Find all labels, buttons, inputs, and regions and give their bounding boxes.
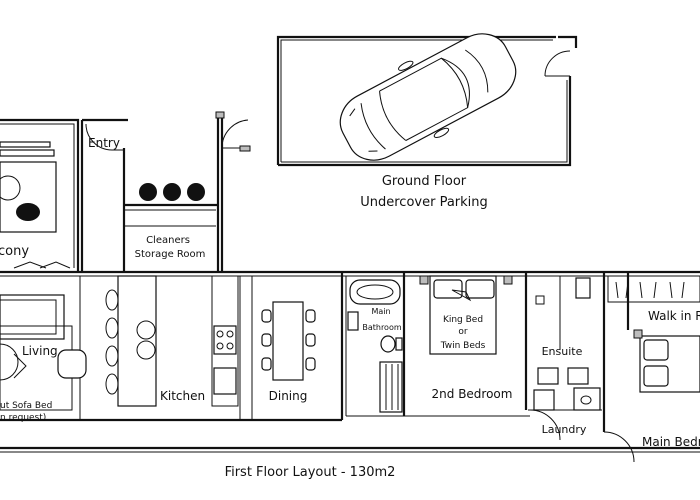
car-icon [339, 33, 517, 161]
entry-label: Entry [88, 136, 120, 150]
kitchen-label: Kitchen [160, 389, 205, 403]
main-bedroom-label: Main Bedr [642, 435, 700, 449]
cooktop-icon [213, 325, 237, 355]
balcony-furniture [0, 141, 71, 269]
main-bathroom-label-line1: Main [371, 307, 390, 316]
ground-floor-title: Ground Floor [382, 174, 467, 189]
toilet-icon [380, 335, 396, 353]
bed2-note-line1: King Bed [443, 315, 483, 325]
ensuite-toilet-icon [575, 277, 591, 299]
dining-furniture [261, 301, 316, 381]
parking-area [276, 35, 578, 167]
main-bathroom-fixtures [347, 279, 403, 413]
main-bathroom-label-line2: Bathroom [362, 323, 402, 332]
ground-floor-subtitle: Undercover Parking [360, 195, 488, 210]
dryer-icon [573, 387, 601, 411]
second-bedroom-furniture [419, 275, 513, 355]
dining-label: Dining [269, 389, 308, 403]
parking-door-swing [544, 50, 571, 77]
ensuite-fixtures [533, 277, 601, 411]
stair-door-swing [221, 119, 249, 149]
bed2-note-line2: or [458, 327, 468, 337]
laundry-label: Laundry [542, 423, 587, 436]
ensuite-label: Ensuite [542, 345, 583, 358]
main-bedroom-furniture [607, 275, 700, 393]
upper-left-walls [0, 111, 700, 277]
living-furniture [0, 294, 87, 411]
bathtub-icon [349, 279, 401, 305]
cleaners-label-line1: Cleaners [146, 235, 190, 246]
sofa-note-line2: n request) [0, 413, 46, 423]
kitchen-furniture [105, 275, 239, 407]
walk-in-label: Walk in R [648, 309, 700, 323]
balcony-label: cony [0, 244, 29, 259]
cleaners-label-line2: Storage Room [135, 249, 206, 260]
sofa-note-line1: ut Sofa Bed [0, 401, 52, 411]
first-floor-title: First Floor Layout - 130m2 [225, 465, 396, 480]
plant-icons [139, 183, 205, 201]
shower-icon [379, 361, 403, 413]
living-label: Living [22, 344, 58, 358]
bbq-icon [16, 203, 40, 221]
bed2-note-line3: Twin Beds [440, 341, 486, 351]
second-bedroom-label: 2nd Bedroom [432, 387, 513, 401]
first-floor-walls [0, 272, 700, 463]
washer-icon [533, 389, 555, 411]
